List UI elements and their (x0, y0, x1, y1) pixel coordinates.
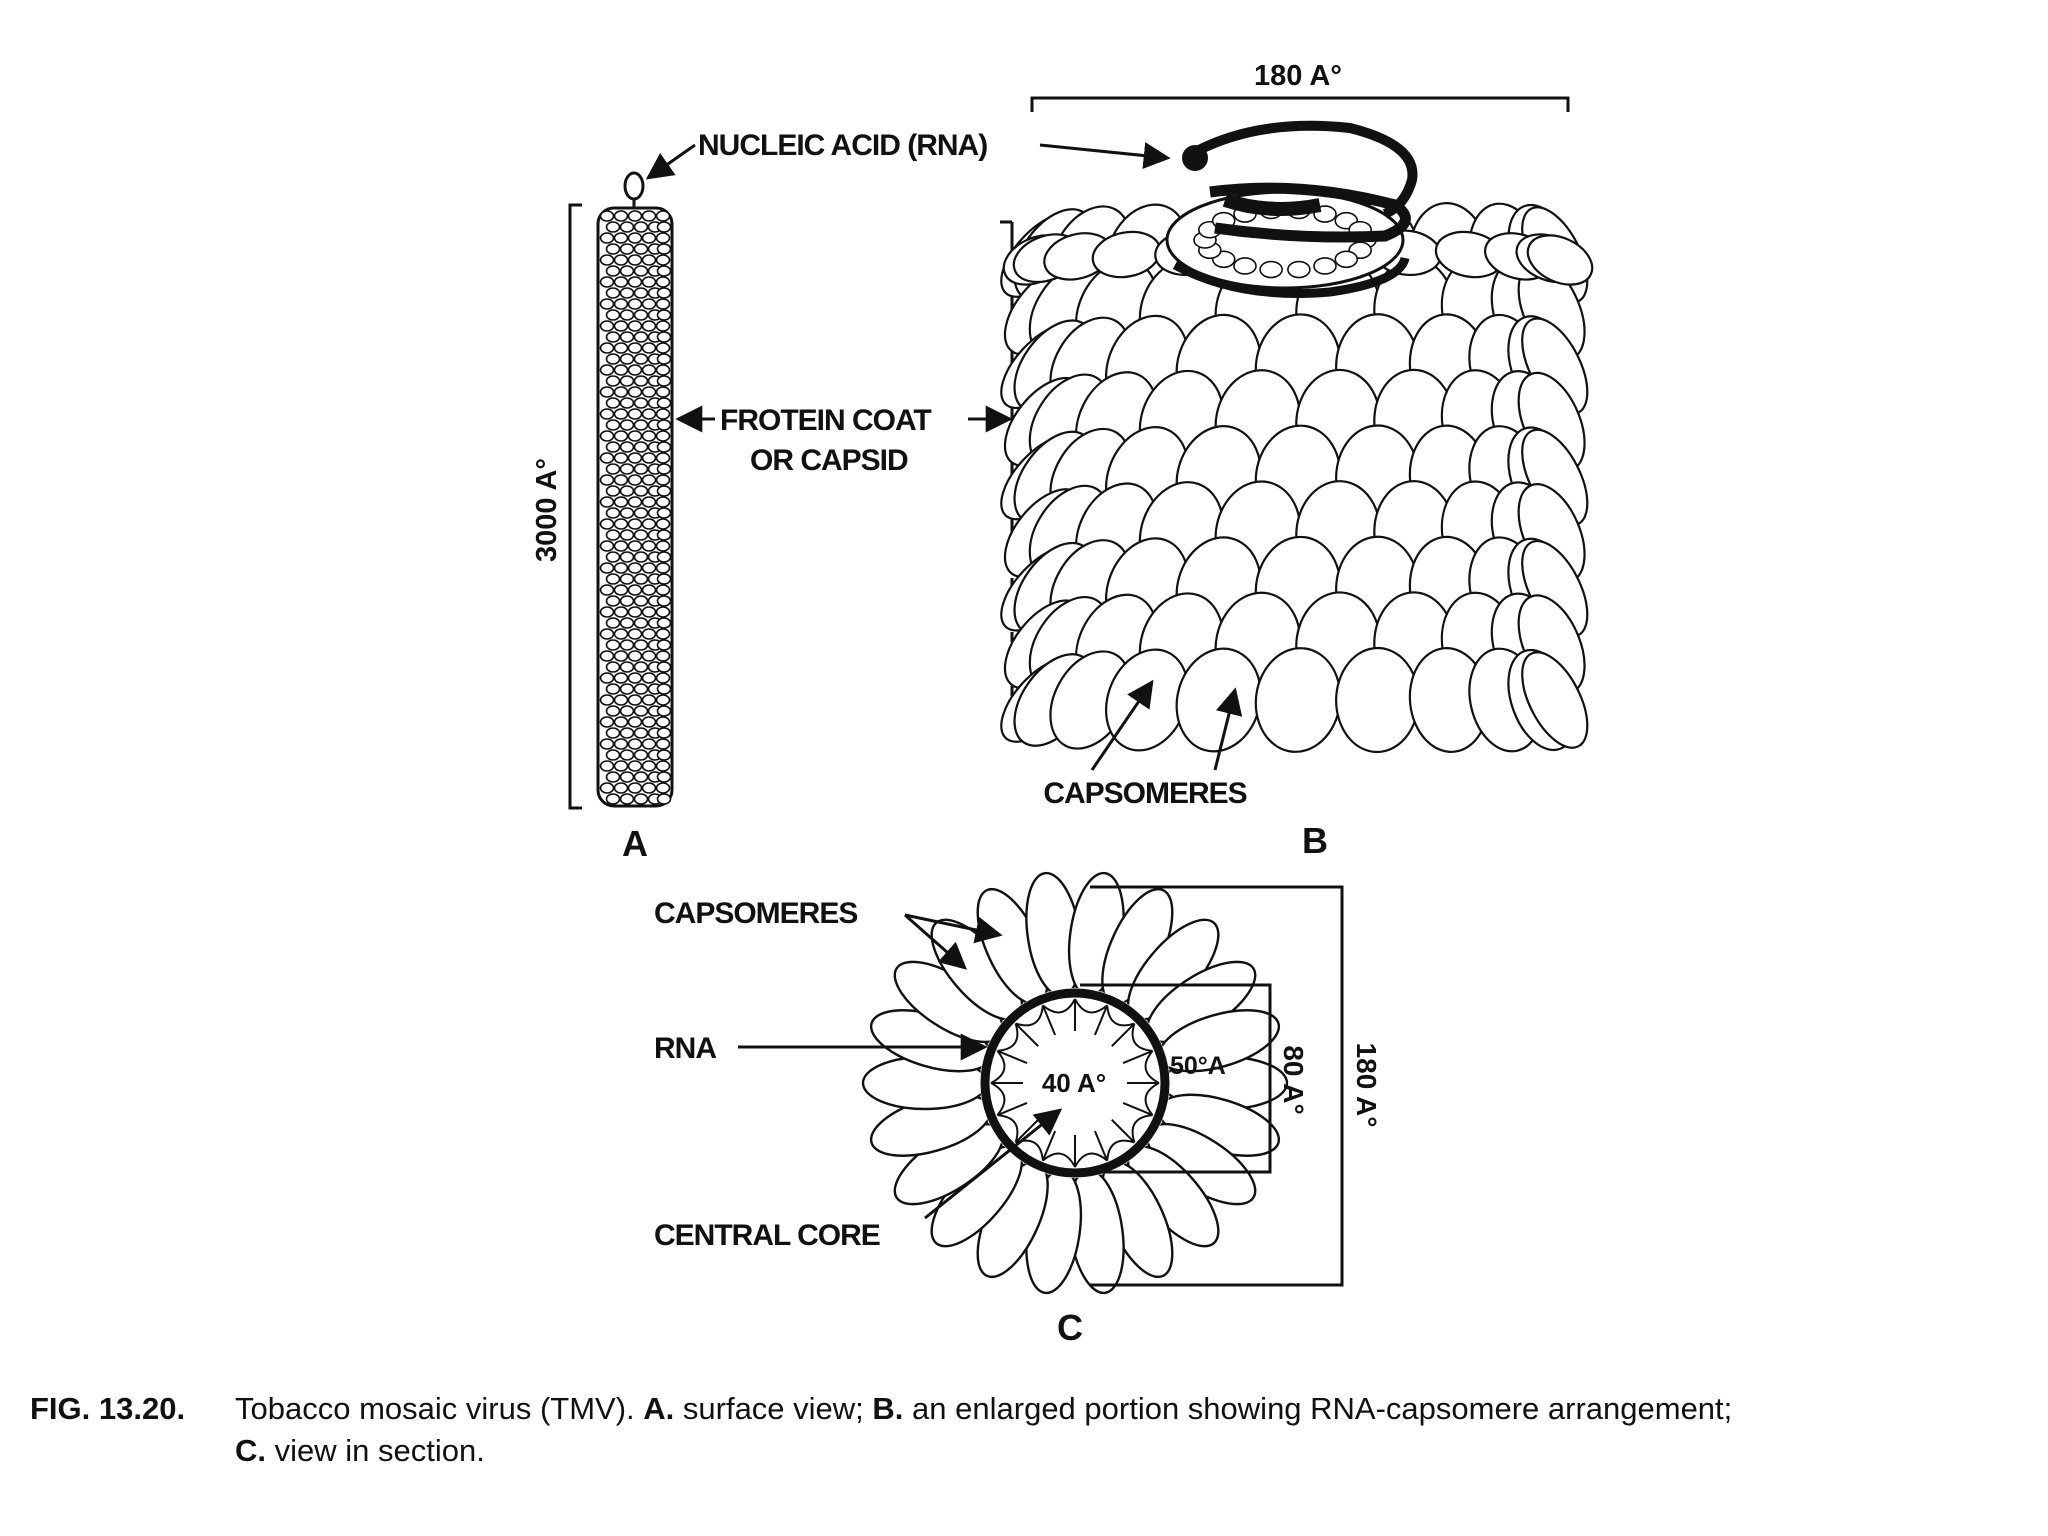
caption-c-key: C. (235, 1433, 266, 1468)
protein-coat-label-line1: FROTEIN COAT (720, 404, 931, 437)
capsomere-cylinder (1000, 201, 1594, 754)
panel-b-letter: B (1302, 820, 1328, 861)
dimension-80-label: 80 A° (1278, 1045, 1309, 1114)
dimension-180-side-label: 180 A° (1351, 1043, 1382, 1128)
panel-b-enlarged-portion: 180 A° CAPSOMERES B (1000, 60, 1594, 861)
dimension-180-top-label: 180 A° (1254, 60, 1342, 92)
central-core-callout: CENTRAL CORE (654, 1108, 1063, 1252)
capsomere-rosette (861, 871, 1289, 1295)
capsomeres-b-label: CAPSOMERES (1043, 777, 1246, 810)
protein-coat-label-line2: OR CAPSID (750, 444, 908, 477)
rna-strand-tip (623, 171, 645, 210)
panel-c-section-view: 40 A° 50°A 80 A° 180 A° CAPSOMERES RNA C… (654, 871, 1382, 1348)
central-core (990, 998, 1160, 1168)
dimension-bracket-3000 (568, 203, 582, 810)
dimension-40-label: 40 A° (1042, 1068, 1106, 1098)
rna-c-callout: RNA (654, 1032, 988, 1065)
figure-caption: FIG. 13.20. Tobacco mosaic virus (TMV). A… (30, 1388, 2020, 1472)
caption-a-key: A. (643, 1391, 675, 1426)
protein-coat-callout: FROTEIN COAT OR CAPSID (675, 404, 1013, 477)
panel-c-letter: C (1057, 1307, 1083, 1348)
rna-helix-top (1165, 120, 1418, 298)
panel-a-letter: A (622, 823, 648, 864)
caption-a-text: surface view; (682, 1391, 864, 1426)
caption-b-text: an enlarged portion showing RNA-capsomer… (912, 1391, 1733, 1426)
caption-title: Tobacco mosaic virus (TMV). (235, 1391, 635, 1426)
dimension-bracket-180-side (1090, 885, 1344, 1287)
capsomeres-b-callout: CAPSOMERES (1043, 679, 1248, 810)
nucleic-acid-callout: NUCLEIC ACID (RNA) (645, 129, 1171, 180)
panel-a-surface-view: 3000 A° A (531, 171, 674, 864)
dimension-50-label: 50°A (1170, 1052, 1226, 1080)
dimension-3000-label: 3000 A° (531, 458, 563, 562)
nucleic-acid-label: NUCLEIC ACID (RNA) (698, 129, 987, 162)
rna-label: RNA (654, 1032, 716, 1065)
dimension-bracket-80 (1080, 983, 1272, 1174)
capsomeres-c-callout: CAPSOMERES (654, 897, 1003, 970)
capsomere-pattern (599, 210, 672, 805)
central-core-label: CENTRAL CORE (654, 1219, 880, 1252)
caption-c-text: view in section. (274, 1433, 485, 1468)
capsomeres-c-label: CAPSOMERES (654, 897, 857, 930)
rna-ring (980, 988, 1170, 1178)
dimension-bracket-180-top (1030, 96, 1570, 112)
caption-b-key: B. (872, 1391, 904, 1426)
figure-number: FIG. 13.20. (30, 1391, 186, 1426)
